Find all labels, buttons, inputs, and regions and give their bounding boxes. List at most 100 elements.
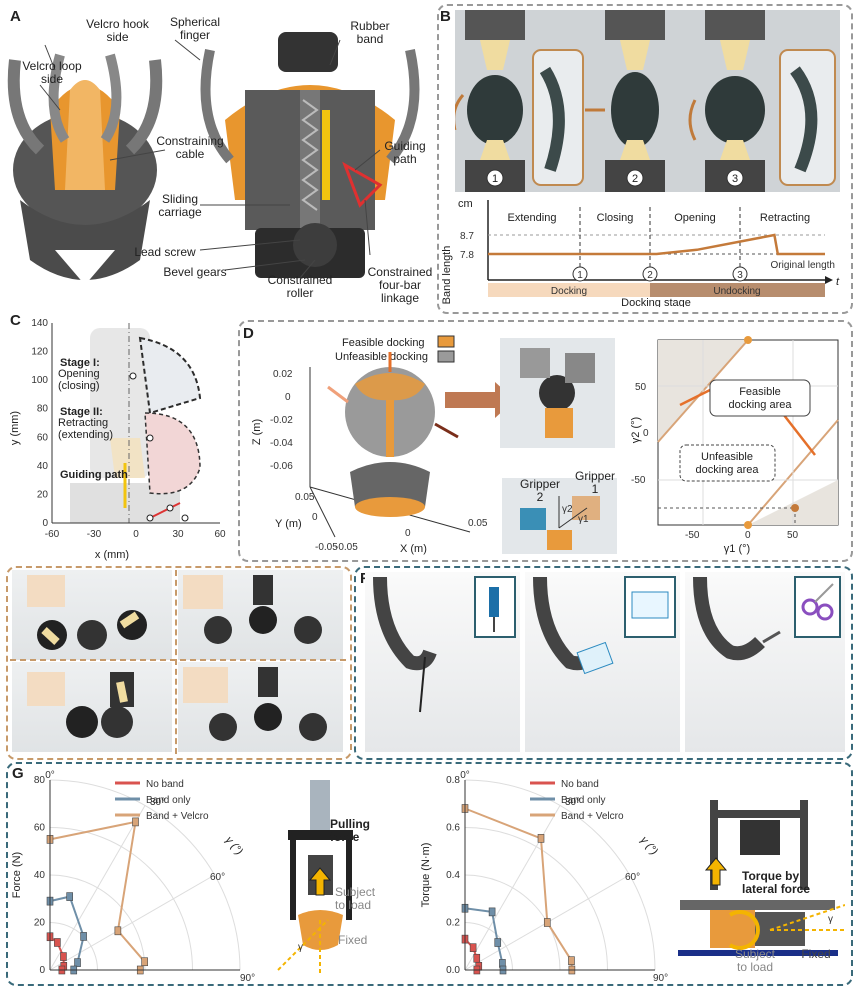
- gamma2-label: γ2: [562, 504, 573, 515]
- z-tick-4: -0.06: [270, 461, 293, 472]
- c-ytick-6: 120: [31, 347, 48, 358]
- torque-angle-0: 0°: [460, 770, 470, 781]
- d-xtick-0: 0: [745, 530, 751, 541]
- c-stage1-text: Opening (closing): [58, 368, 100, 392]
- torque-rtick-3: 0.6: [446, 823, 460, 834]
- c-guiding-path: Guiding path: [60, 469, 128, 481]
- y-tick-0: 0.05: [295, 492, 315, 503]
- photo-step-2: [605, 10, 665, 192]
- torque-point-1-1: [488, 907, 496, 917]
- force-point-0-2: [60, 952, 67, 961]
- legend-feasible: Feasible docking: [342, 337, 425, 349]
- photo-g-torque-setup: γ: [670, 800, 846, 975]
- c-ytick-4: 80: [37, 404, 49, 415]
- stage-undocking-bar: [650, 283, 825, 297]
- torque-legend-1: Band only: [561, 795, 605, 806]
- photo-step-1: [465, 10, 584, 192]
- force-photo-pulling: Pulling force: [330, 817, 370, 844]
- torque-rtick-0: 0.0: [446, 965, 460, 976]
- label-velcro-loop: Velcro loop side: [22, 59, 82, 86]
- photo-step-3: [705, 10, 836, 192]
- c-ytick-5: 100: [31, 375, 48, 386]
- y-tick-1: 0: [312, 512, 318, 523]
- d-xlabel: γ1 (°): [724, 543, 750, 555]
- torque-chart: 0.00.20.40.60.8 Torque (N·m) 0° 30° 60° …: [420, 770, 668, 984]
- torque-point-2-1: [537, 834, 545, 843]
- torque-alabel: γ (°): [638, 834, 660, 858]
- photo-e-angle: [12, 662, 172, 752]
- label-constraining-cable: Constraining cable: [156, 134, 224, 161]
- x-axis-label: X (m): [400, 543, 427, 555]
- c-ytick-1: 20: [37, 489, 49, 500]
- c-stage2-text: Retracting (extending): [58, 417, 114, 441]
- force-angle-0: 0°: [45, 770, 55, 781]
- z-axis-label: Z (m): [251, 419, 263, 445]
- label-spherical-finger: Spherical finger: [169, 15, 221, 42]
- x-tick-0: -0.05: [335, 542, 358, 553]
- torque-rtick-1: 0.2: [446, 918, 460, 929]
- c-xtick-3: 30: [172, 529, 184, 540]
- photo-g-force-setup: γ: [268, 780, 378, 975]
- stage-docking-bar: [488, 283, 650, 297]
- c-xtick-1: -30: [87, 529, 102, 540]
- torque-point-0-1: [469, 943, 477, 952]
- c-stage2-bold: Stage II:: [60, 406, 103, 418]
- photo-f-box: [525, 572, 680, 752]
- torque-photo-torque: Torque by lateral force: [742, 869, 811, 896]
- force-legend-1: Band only: [146, 795, 190, 806]
- panel-f-frame: [354, 566, 853, 760]
- chart-marker-1: 1: [577, 270, 583, 281]
- d-ylabel: γ2 (°): [630, 417, 642, 443]
- stage-undocking: Undocking: [713, 286, 760, 297]
- c-xtick-0: -60: [45, 529, 60, 540]
- label-guiding-path: Guiding path: [384, 139, 426, 166]
- label-rubber-band: Rubber band: [350, 19, 390, 46]
- force-legend-0: No band: [146, 779, 184, 790]
- torque-photo-fixed: Fixed: [801, 947, 831, 961]
- torque-angle-30: 30°: [565, 797, 580, 808]
- force-point-2-2: [114, 926, 122, 936]
- d-ytick-50: 50: [635, 382, 647, 393]
- panel-b-frame: [437, 4, 853, 314]
- d-xtick-50: 50: [787, 530, 799, 541]
- force-point-1-1: [66, 892, 73, 901]
- band-length-chart: cm Band length t 8.7 7.8 Extending Closi…: [441, 198, 840, 307]
- label-velcro-hook: Velcro hook side: [86, 17, 149, 44]
- torque-point-0-2: [473, 953, 481, 963]
- d-ytick-neg50: -50: [631, 475, 646, 486]
- gripper2-label: Gripper 2: [519, 477, 560, 504]
- torque-rlabel: Torque (N·m): [420, 843, 432, 908]
- z-tick-1: 0: [285, 392, 291, 403]
- torque-legend-2: Band + Velcro: [561, 811, 624, 822]
- c-xlabel: x (mm): [95, 549, 129, 561]
- c-xtick-4: 60: [214, 529, 226, 540]
- force-rtick-3: 60: [34, 823, 46, 834]
- panel-label-d: D: [243, 325, 254, 342]
- panel-label-a: A: [10, 8, 21, 25]
- d-ytick-0: 0: [643, 428, 649, 439]
- torque-point-2-2: [543, 918, 551, 927]
- photo-f-screwdriver: [365, 572, 520, 752]
- phase-opening: Opening: [674, 212, 716, 224]
- force-angle-30: 30°: [150, 797, 165, 808]
- band-length-series: [488, 233, 825, 256]
- chart-marker-2: 2: [647, 270, 653, 281]
- c-ylabel: y (mm): [9, 411, 21, 445]
- force-angle-60: 60°: [210, 872, 225, 883]
- torque-series-2: [464, 807, 573, 971]
- panel-e-hdivider: [10, 659, 346, 662]
- band-ytick-87: 8.7: [460, 231, 474, 242]
- label-bevel-gears: Bevel gears: [163, 265, 227, 279]
- force-photo-fixed: Fixed: [338, 933, 368, 947]
- torque-angle-90: 90°: [653, 973, 668, 984]
- phase-retracting: Retracting: [760, 212, 810, 224]
- c-ytick-3: 60: [37, 432, 49, 443]
- d-xtick-neg50: -50: [685, 530, 700, 541]
- panel-d-frame: [238, 320, 853, 562]
- panel-label-b: B: [440, 8, 451, 25]
- panel-b-photos: 1 2 3: [452, 10, 840, 192]
- force-legend-2: Band + Velcro: [146, 811, 209, 822]
